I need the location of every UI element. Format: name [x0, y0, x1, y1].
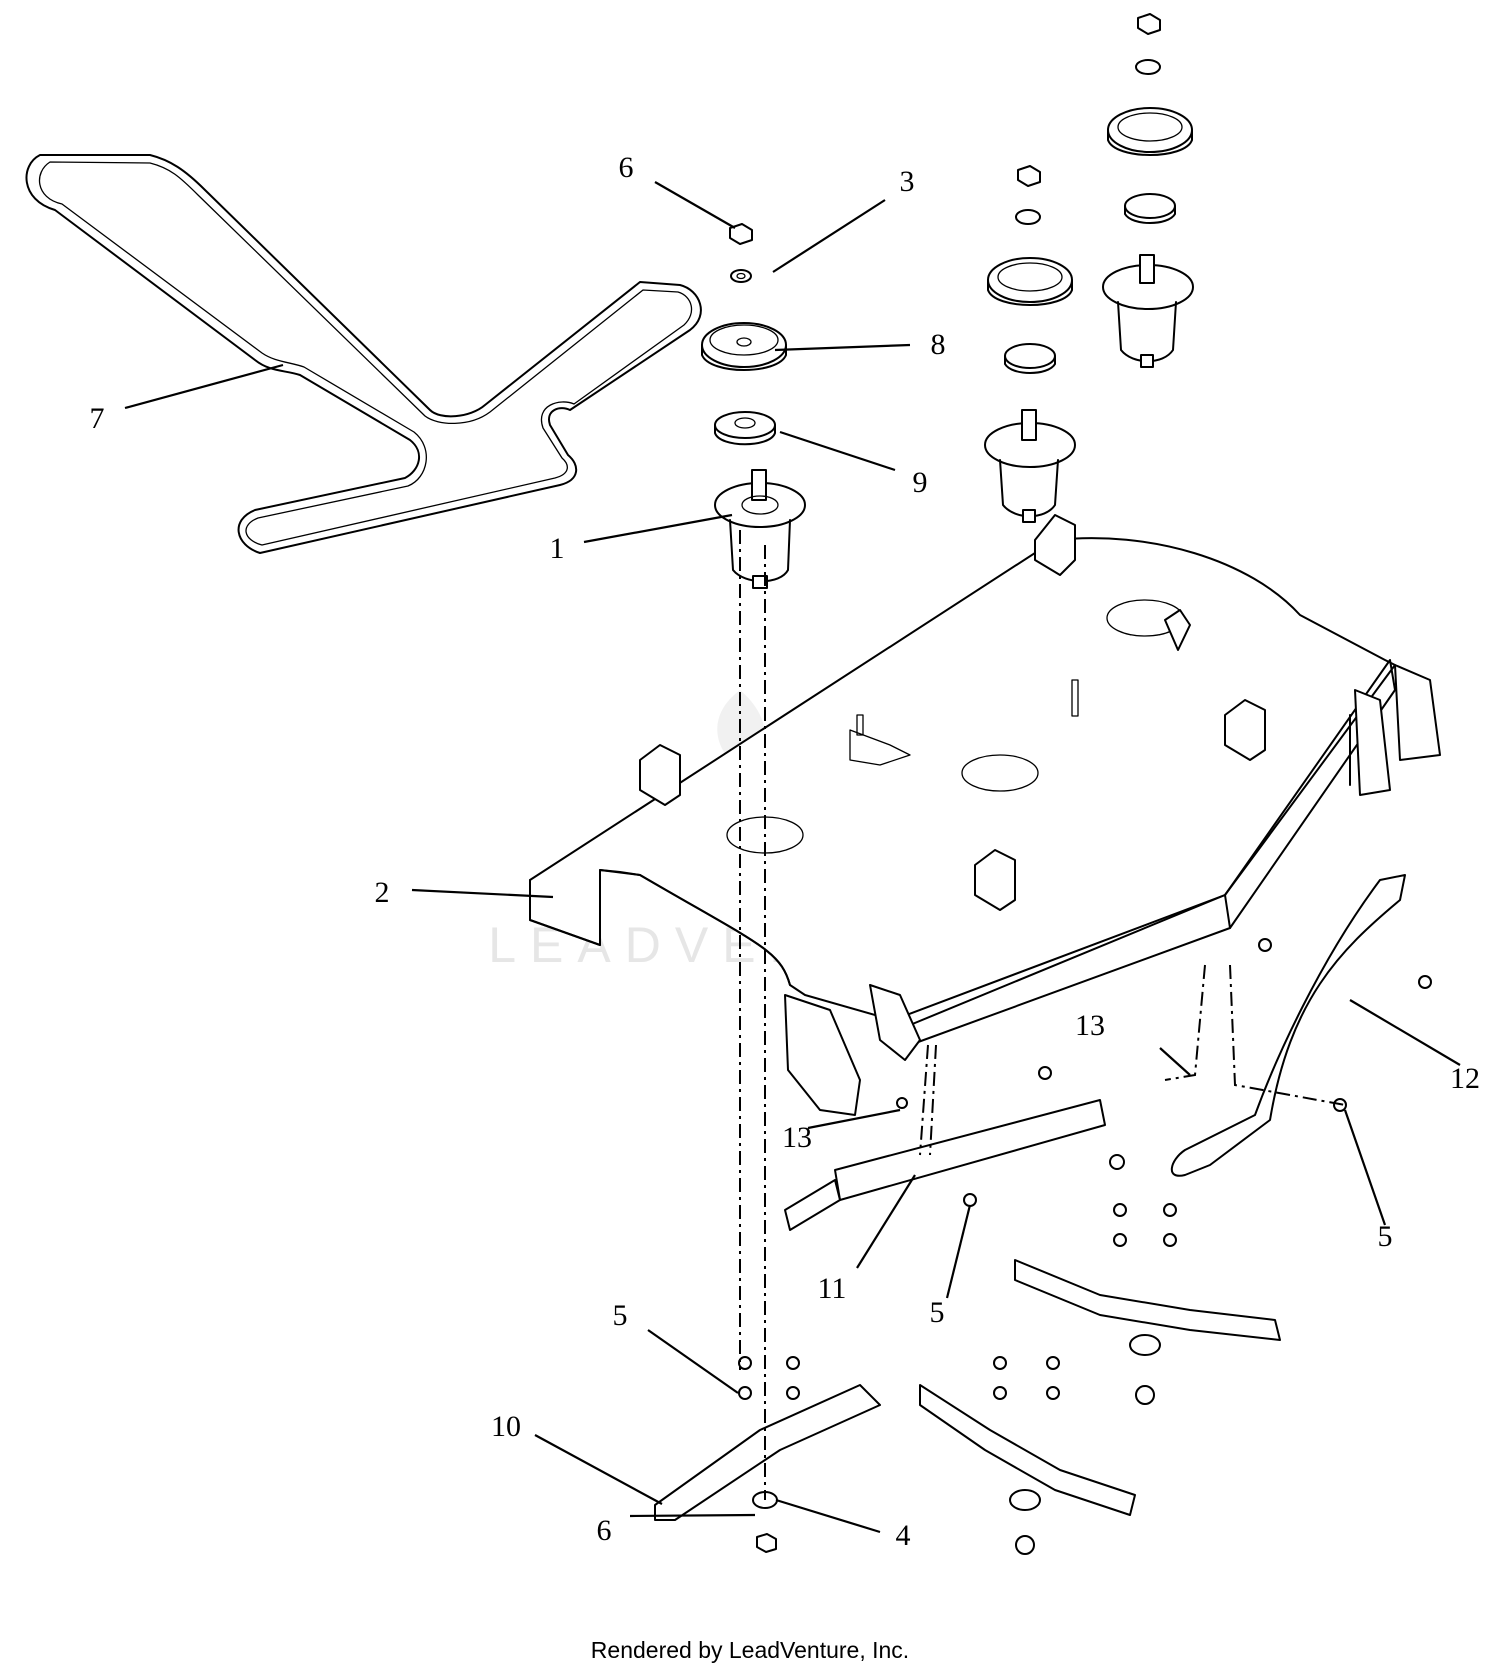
callout-4: 4 [896, 1519, 911, 1552]
callout-13-upper: 13 [1075, 1009, 1105, 1042]
left-spindle-stack [984, 165, 1076, 523]
assembly-lines [739, 530, 1346, 1500]
callout-5-center: 5 [930, 1296, 945, 1329]
center-spindle-stack [701, 223, 806, 589]
footer-credit: Rendered by LeadVenture, Inc. [590, 1637, 910, 1663]
callout-3: 3 [900, 165, 915, 198]
callout-8: 8 [931, 328, 946, 361]
right-spindle-stack [1102, 13, 1194, 368]
callout-6-top: 6 [619, 151, 634, 184]
callout-11: 11 [818, 1272, 847, 1305]
callout-9: 9 [913, 466, 928, 499]
blades [654, 1259, 1281, 1521]
mower-deck [529, 514, 1441, 1116]
callout-12: 12 [1450, 1062, 1480, 1095]
deflector [1170, 874, 1406, 1177]
leader-lines [124, 181, 1461, 1534]
drive-belt [25, 154, 702, 554]
callout-5-right: 5 [1378, 1220, 1393, 1253]
baffle [784, 1099, 1106, 1231]
callout-13-lower: 13 [782, 1121, 812, 1154]
callout-2: 2 [375, 876, 390, 909]
callouts: 6 3 8 7 9 1 2 13 12 13 5 11 5 5 10 4 6 [90, 151, 1481, 1552]
callout-10: 10 [491, 1410, 521, 1443]
callout-6-bottom: 6 [597, 1514, 612, 1547]
callout-1: 1 [550, 532, 565, 565]
callout-5-left: 5 [613, 1299, 628, 1332]
hardware [738, 938, 1432, 1555]
callout-7: 7 [90, 402, 105, 435]
